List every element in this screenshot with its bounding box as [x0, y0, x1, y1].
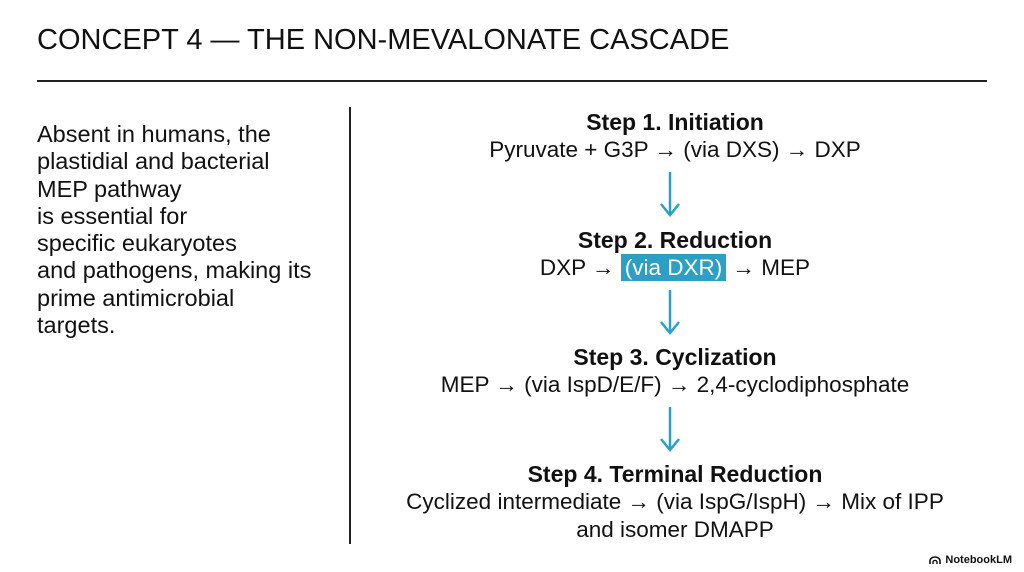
step-title: Step 2. Reduction — [577, 227, 773, 253]
step-description: MEP → (via IspD/E/F) → 2,4-cyclodiphosph… — [440, 372, 910, 397]
step-cyclization: Step 3. Cyclization MEP → (via IspD/E/F)… — [360, 343, 990, 399]
vertical-divider — [349, 107, 351, 544]
description-line: MEP pathway — [37, 175, 182, 202]
description-line: Absent in humans, the — [37, 121, 271, 147]
step-description: and isomer DMAPP — [576, 517, 774, 542]
down-arrow-icon — [660, 290, 680, 335]
description-line: is essential for — [37, 202, 188, 229]
step-description-pre: DXP → — [539, 255, 621, 280]
notebooklm-branding: NotebookLM — [929, 554, 1012, 566]
step-title: Step 3. Cyclization — [573, 344, 777, 370]
description-line: and pathogens, making its — [37, 257, 312, 284]
notebooklm-logo-icon — [929, 555, 942, 564]
left-description: Absent in humans, the plastidial and bac… — [37, 121, 357, 339]
step-description: Pyruvate + G3P → (via DXS) → DXP — [489, 137, 861, 162]
description-line: specific eukaryotes — [37, 230, 237, 257]
step-reduction: Step 2. Reduction DXP → (via DXR) → MEP — [360, 226, 990, 282]
description-line: prime antimicrobial — [37, 284, 235, 311]
title-underline — [37, 80, 987, 82]
down-arrow-icon — [660, 407, 680, 452]
slide-title: CONCEPT 4 — THE NON-MEVALONATE CASCADE — [37, 24, 730, 56]
description-line: plastidial and bacterial — [37, 148, 270, 175]
brand-label: NotebookLM — [945, 554, 1012, 566]
step-description: DXP → (via DXR) → MEP — [360, 254, 990, 282]
step-terminal-reduction: Step 4. Terminal Reduction Cyclized inte… — [360, 460, 990, 544]
step-initiation: Step 1. Initiation Pyruvate + G3P → (via… — [360, 108, 990, 164]
down-arrow-icon — [660, 172, 680, 217]
step-description-post: → MEP — [726, 255, 811, 280]
step-title: Step 4. Terminal Reduction — [527, 461, 823, 487]
description-line: targets. — [37, 312, 116, 339]
step-title: Step 1. Initiation — [586, 109, 764, 135]
step-description: Cyclized intermediate → (via IspG/IspH) … — [406, 489, 944, 514]
highlighted-enzyme: (via DXR) — [620, 254, 727, 281]
